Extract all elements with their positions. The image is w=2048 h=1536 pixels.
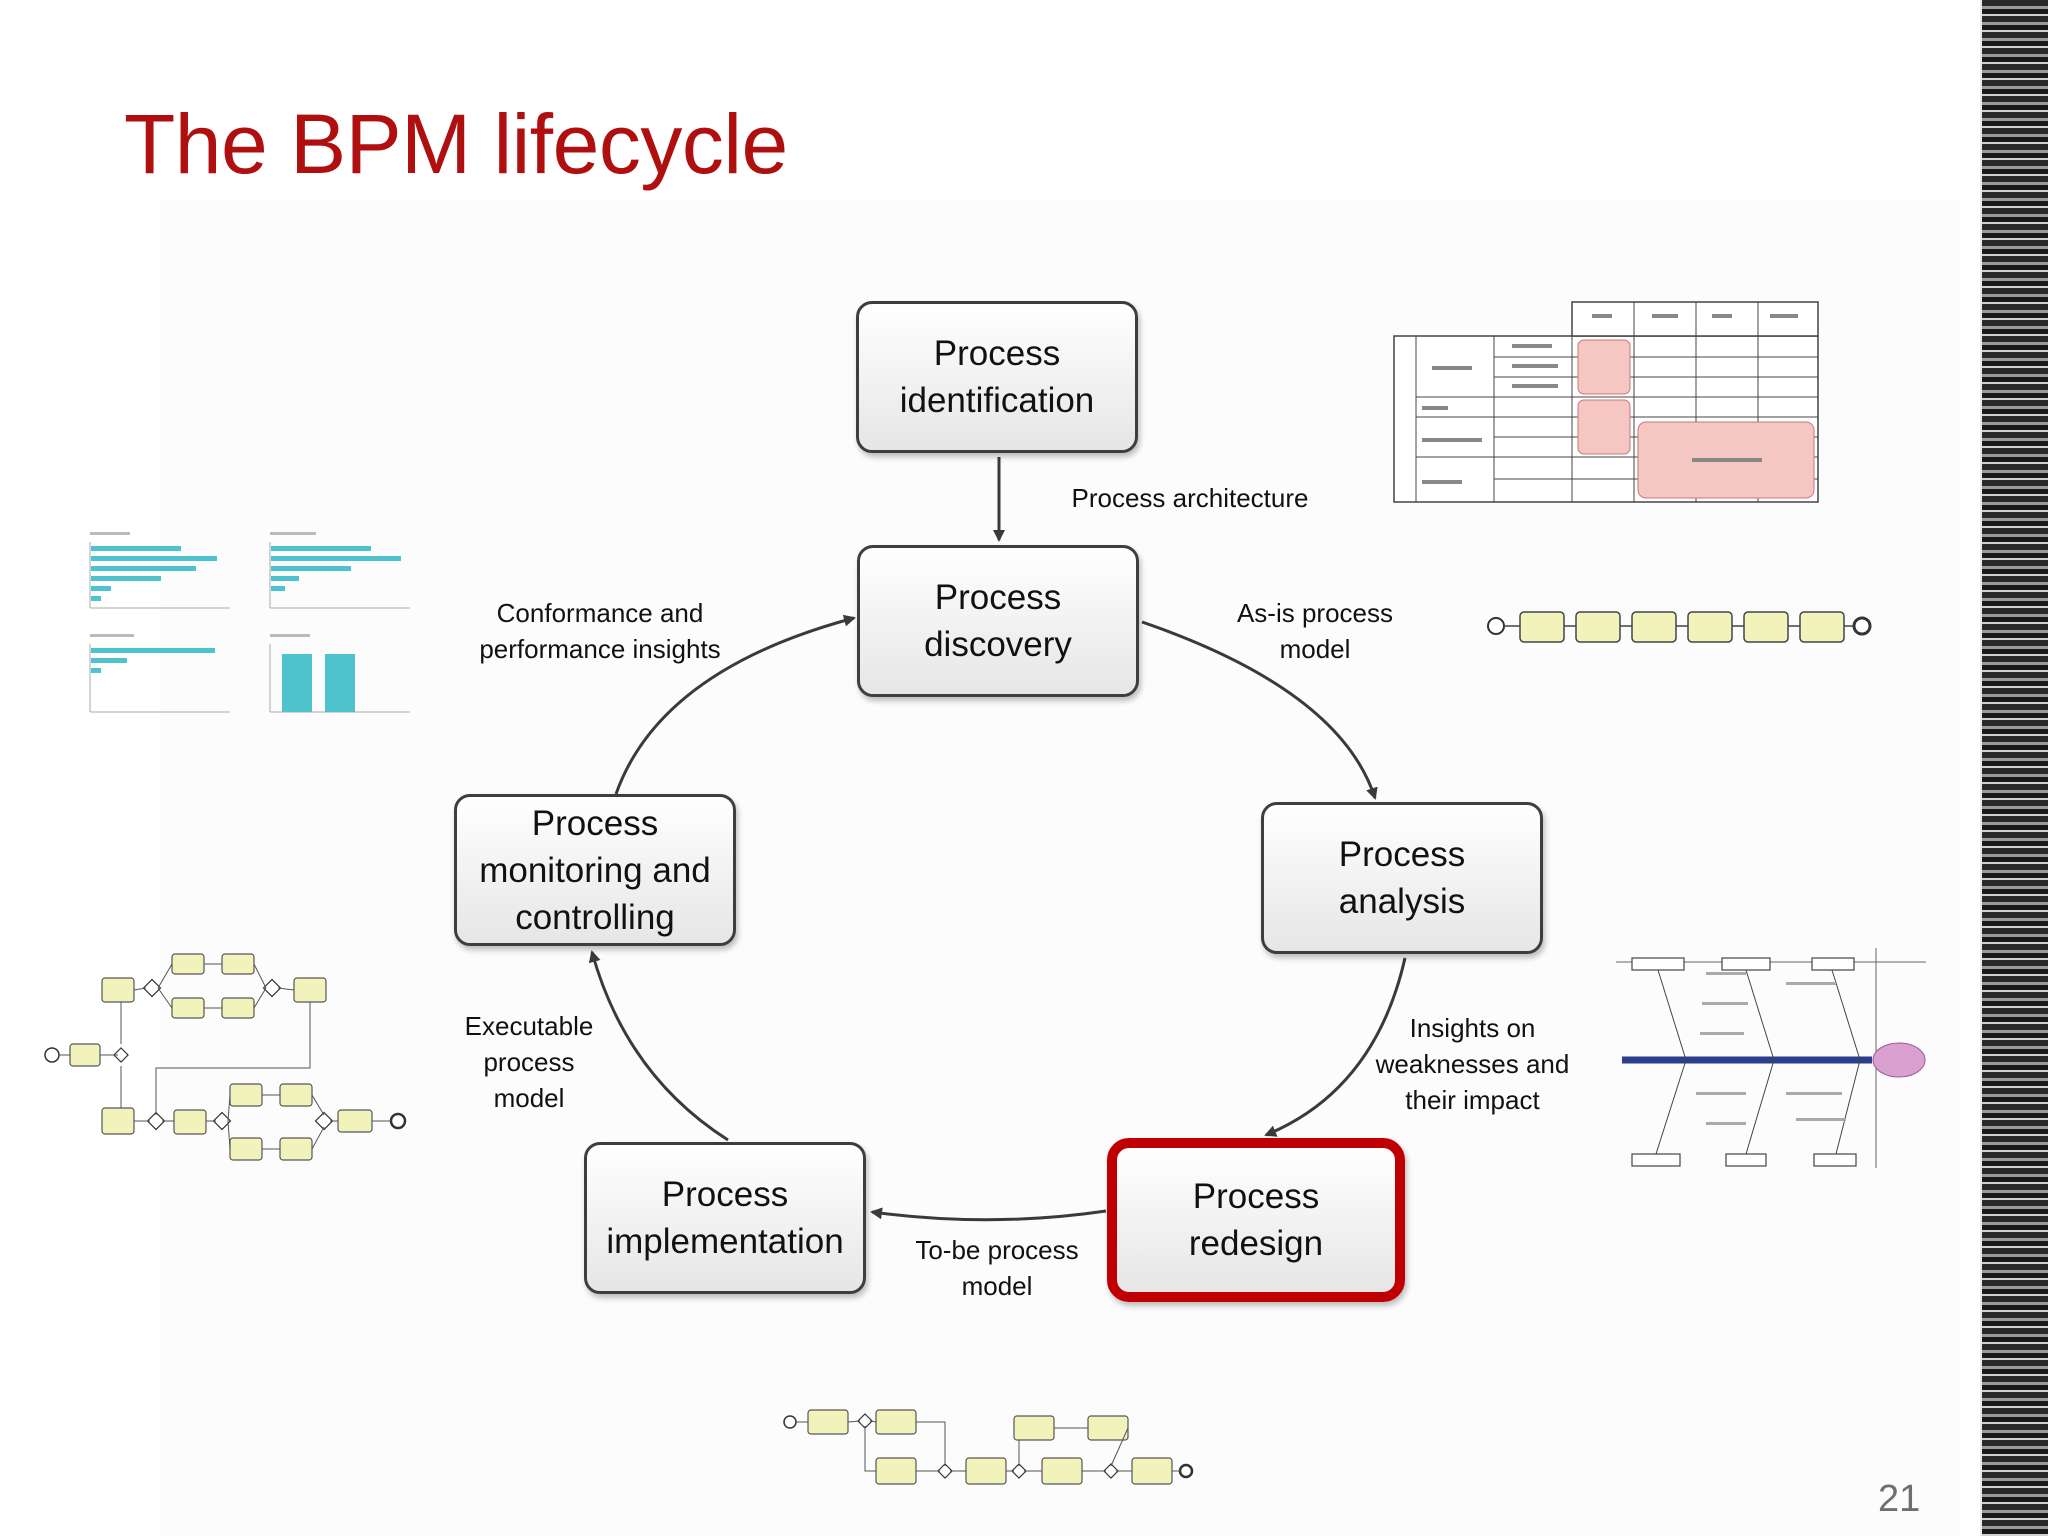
phase-identification-box: Process identification — [856, 301, 1138, 453]
edge-label-as-is: As-is process model — [1236, 598, 1394, 664]
edge-label-architecture: Process architecture — [1071, 483, 1309, 513]
phase-monitoring-box: Process monitoring and controlling — [454, 794, 736, 946]
phase-redesign-box: Process redesign — [1107, 1138, 1405, 1302]
edge-label-conformance: Conformance and performance insights — [479, 598, 721, 664]
to-be-model-thumbnail — [783, 1409, 1194, 1485]
phase-analysis-label: Process analysis — [1338, 835, 1466, 921]
arrow-redesign-to-implementation — [870, 1207, 1107, 1222]
edge-label-executable: Executable process model — [464, 1011, 594, 1113]
phase-monitoring-label: Process monitoring and controlling — [479, 803, 711, 937]
arrow-analysis-to-redesign — [1264, 957, 1407, 1137]
phase-redesign-label: Process redesign — [1188, 1177, 1324, 1263]
slide-title: The BPM lifecycle — [124, 97, 788, 191]
dashboard-thumbnail — [89, 532, 410, 713]
page-number: 21 — [1878, 1478, 1921, 1520]
decorative-strip — [1982, 0, 2048, 1536]
phase-identification-label: Process identification — [899, 334, 1095, 420]
arrow-monitoring-to-discovery — [614, 614, 856, 795]
phase-discovery-box: Process discovery — [857, 545, 1139, 697]
executable-model-thumbnail — [44, 953, 407, 1161]
process-architecture-thumbnail — [1393, 301, 1819, 503]
phase-implementation-label: Process implementation — [606, 1175, 844, 1261]
fishbone-thumbnail — [1616, 948, 1926, 1168]
arrow-discovery-to-analysis — [1141, 620, 1378, 800]
phase-analysis-box: Process analysis — [1261, 802, 1543, 954]
phase-discovery-label: Process discovery — [924, 578, 1072, 664]
edge-label-to-be: To-be process model — [915, 1235, 1079, 1301]
edge-label-insights: Insights on weaknesses and their impact — [1375, 1013, 1570, 1115]
as-is-model-thumbnail — [1487, 611, 1872, 643]
phase-implementation-box: Process implementation — [584, 1142, 866, 1294]
arrow-implementation-to-monitoring — [588, 950, 729, 1142]
